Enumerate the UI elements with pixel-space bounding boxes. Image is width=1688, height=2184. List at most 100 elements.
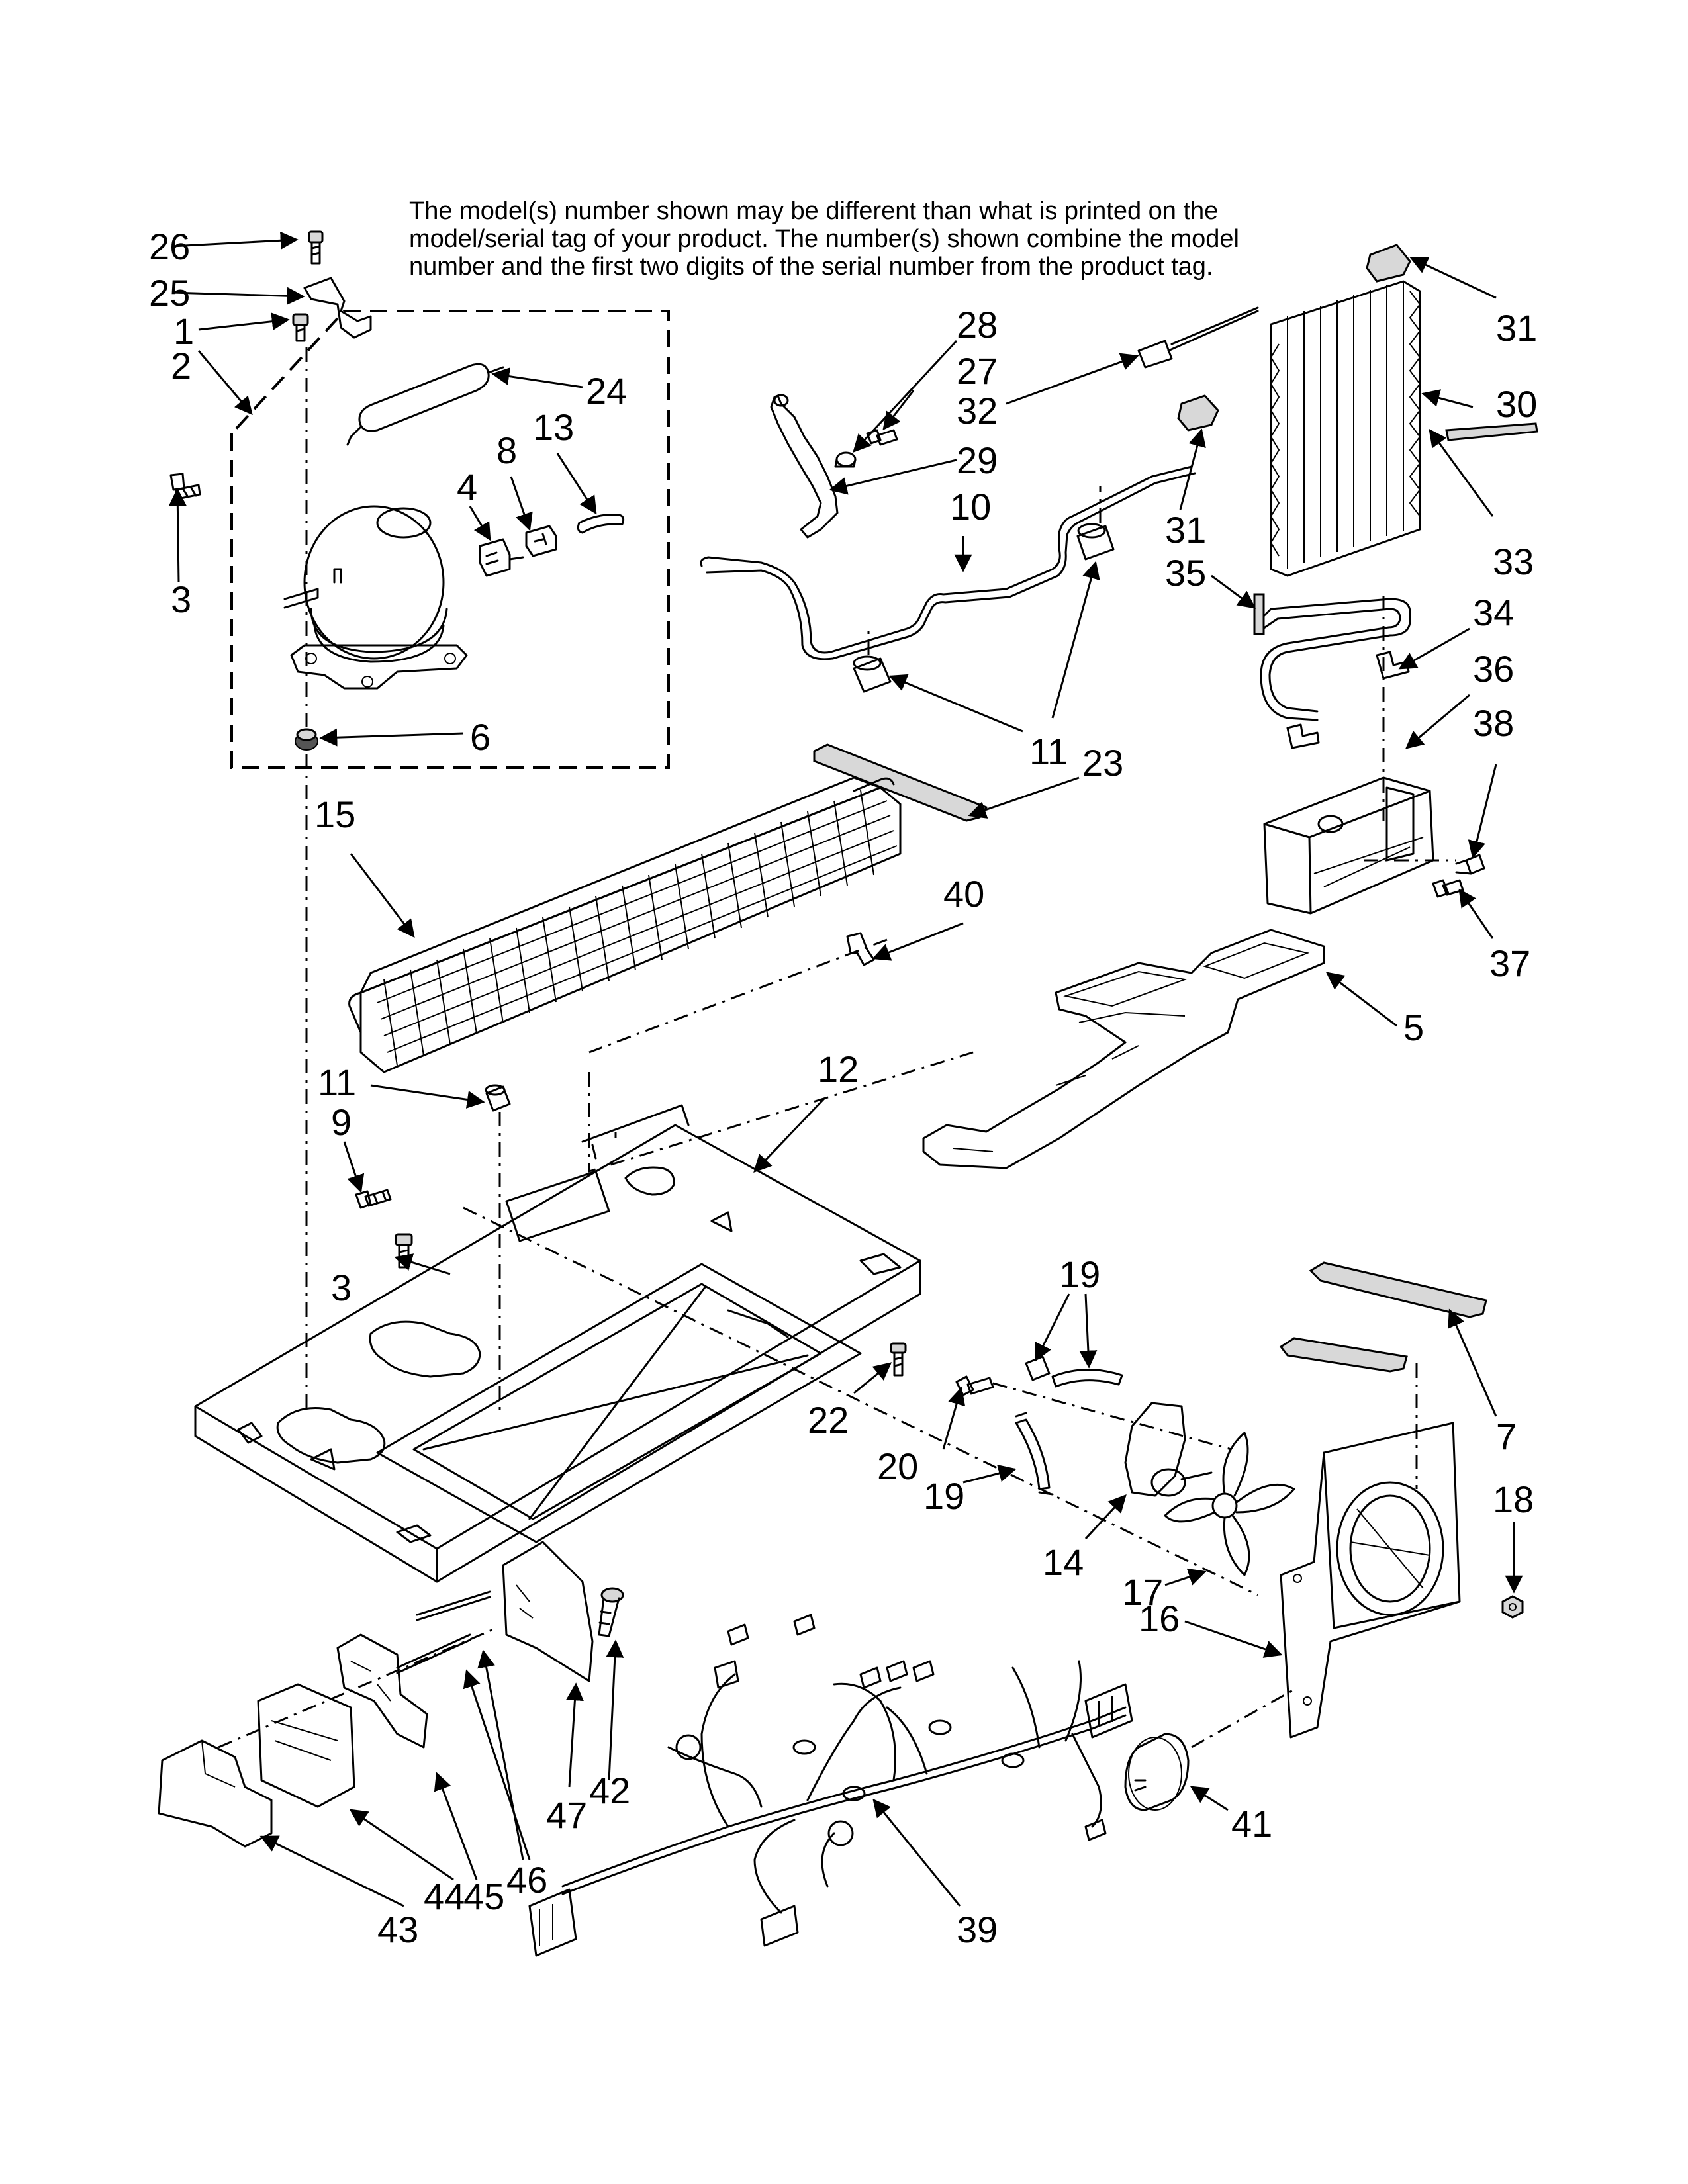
- condenser-part-30: [1270, 280, 1421, 577]
- callout-10: 10: [950, 486, 991, 527]
- clip-part-28: [834, 451, 857, 468]
- control-board-part-44: [257, 1683, 355, 1808]
- filter-drier-part-24: [346, 363, 504, 446]
- callout-26: 26: [149, 226, 190, 267]
- callout-3: 3: [171, 578, 191, 620]
- callout-8: 8: [496, 430, 517, 471]
- assembly-line-41: [1191, 1686, 1298, 1749]
- strip-part-33: [1445, 422, 1538, 441]
- callout-leaders: [168, 231, 1523, 1907]
- callout-2: 2: [171, 345, 191, 387]
- overload-part-8: [525, 525, 557, 557]
- callout-7: 7: [1496, 1416, 1517, 1457]
- tubing-part-10: [700, 465, 1193, 654]
- assembly-line-11: [498, 938, 888, 1410]
- callout-20: 20: [877, 1445, 918, 1487]
- connector-part-11-a: [1076, 486, 1115, 561]
- rod-part-46-b: [396, 1633, 471, 1674]
- callout-42: 42: [589, 1770, 630, 1811]
- callout-15: 15: [314, 794, 355, 835]
- callout-9: 9: [331, 1101, 352, 1143]
- tubing-part-10-inner: [706, 472, 1196, 660]
- callout-35: 35: [1165, 552, 1206, 594]
- grommet-part-38: [1455, 854, 1485, 875]
- callout-34: 34: [1473, 592, 1514, 633]
- relay-part-4: [479, 538, 524, 577]
- evaporator-coil-part-15: [348, 776, 902, 1073]
- tie-part-32: [1137, 306, 1259, 369]
- callout-28: 28: [957, 304, 998, 345]
- assembly-line-43: [218, 1627, 497, 1749]
- callout-41: 41: [1231, 1803, 1272, 1844]
- screw-part-26: [308, 230, 324, 265]
- callout-32: 32: [957, 390, 998, 432]
- callout-30: 30: [1496, 383, 1537, 425]
- bracket-part-47: [502, 1541, 594, 1682]
- connector-part-11-b: [853, 629, 892, 693]
- callout-45: 45: [463, 1876, 504, 1917]
- pad-part-31-top: [1366, 244, 1411, 283]
- bracket-box-part-36: [1263, 776, 1434, 915]
- callout-numbers: 26 25 1 2 24 3 4 8 13 6 28 27 32 29 10 1…: [149, 226, 1537, 1950]
- drain-tube-part-35: [1253, 593, 1411, 721]
- capacitor-part-41: [1124, 1733, 1190, 1811]
- seal-strip-part-7-bottom: [1279, 1337, 1408, 1373]
- cover-part-43: [158, 1739, 273, 1848]
- callout-46: 46: [506, 1859, 547, 1901]
- grommet-part-6: [295, 728, 318, 751]
- clip-part-40: [846, 932, 875, 966]
- callout-25: 25: [149, 272, 190, 314]
- assembly-line-12: [463, 1051, 1258, 1596]
- callout-24: 24: [586, 370, 627, 412]
- callout-11: 11: [1029, 731, 1068, 772]
- callout-3: 3: [331, 1267, 352, 1308]
- screw-part-20: [955, 1375, 994, 1396]
- clip-part-19-lower: [1015, 1412, 1054, 1496]
- callout-12: 12: [818, 1048, 859, 1090]
- callout-17: 17: [1122, 1571, 1163, 1613]
- tube-part-29: [770, 394, 839, 539]
- callout-40: 40: [943, 873, 984, 915]
- callout-19: 19: [1059, 1253, 1100, 1295]
- pad-part-31-mid: [1177, 394, 1219, 432]
- screw-part-22: [890, 1342, 907, 1377]
- screw-part-3-left: [169, 473, 201, 500]
- callout-13: 13: [533, 406, 574, 448]
- callout-31: 31: [1165, 509, 1206, 551]
- fan-blade-part-17: [1164, 1432, 1295, 1576]
- callout-6: 6: [470, 716, 491, 758]
- callout-4: 4: [457, 466, 477, 508]
- bracket-part-25: [303, 277, 372, 339]
- screw-part-42: [598, 1587, 624, 1637]
- callout-18: 18: [1493, 1479, 1534, 1520]
- callout-37: 37: [1489, 942, 1530, 984]
- wire-harness-part-39: [528, 1614, 1133, 1957]
- fan-motor-part-14: [1124, 1402, 1213, 1497]
- tube-end-part-29: [773, 394, 789, 407]
- rod-part-46-a: [416, 1590, 491, 1621]
- callout-19: 19: [923, 1475, 964, 1517]
- cover-part-13: [577, 514, 625, 534]
- assembly-line-20: [992, 1382, 1232, 1451]
- callout-33: 33: [1493, 541, 1534, 582]
- callout-16: 16: [1139, 1598, 1180, 1639]
- nut-part-18: [1501, 1595, 1524, 1619]
- callout-27: 27: [957, 350, 998, 392]
- screw-part-9: [355, 1189, 392, 1209]
- drain-pan-part-5: [922, 929, 1325, 1169]
- callout-29: 29: [957, 439, 998, 481]
- callout-38: 38: [1473, 702, 1514, 744]
- base-plate-part-12: [194, 1104, 921, 1583]
- assembly-line-36: [1364, 596, 1456, 862]
- callout-23: 23: [1082, 742, 1123, 784]
- clip-part-19-top: [1025, 1355, 1123, 1388]
- model-number-note: The model(s) number shown may be differe…: [409, 197, 1239, 281]
- callout-36: 36: [1473, 648, 1514, 690]
- compressor-group-box: [230, 310, 670, 769]
- seal-strip-part-7-top: [1309, 1261, 1487, 1318]
- screw-part-1: [292, 313, 309, 342]
- callout-47: 47: [546, 1794, 587, 1836]
- clip-part-34-b: [1286, 723, 1320, 749]
- screw-part-37: [1432, 879, 1464, 898]
- callout-11: 11: [318, 1062, 356, 1103]
